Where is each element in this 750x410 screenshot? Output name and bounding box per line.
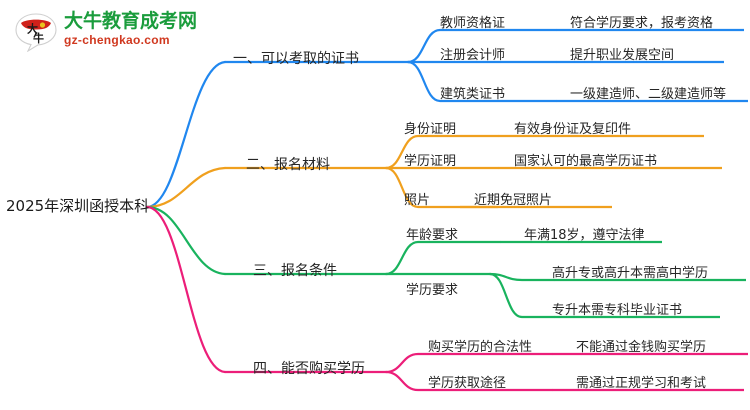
link-root-branch1: [145, 60, 227, 209]
link-root-branch2: [145, 166, 227, 209]
node-b2-c1-label[interactable]: 身份证明: [404, 122, 457, 137]
branch-label-4[interactable]: 四、能否购买学历: [253, 361, 365, 377]
svg-text:大: 大: [27, 22, 38, 36]
logo-site-url: gz-chengkao.com: [64, 33, 170, 47]
link-branch4-child1: [384, 352, 554, 374]
node-b1-c3-detail[interactable]: 一级建造师、二级建造师等: [570, 87, 727, 102]
branch-label-2[interactable]: 二、报名材料: [246, 157, 330, 173]
node-b2-c3-detail[interactable]: 近期免冠照片: [474, 193, 553, 208]
node-b1-c3-label[interactable]: 建筑类证书: [440, 87, 506, 102]
branch-label-1[interactable]: 一、可以考取的证书: [233, 51, 359, 67]
mindmap-root-node[interactable]: 2025年深圳函授本科: [6, 197, 150, 215]
node-b2-c1-detail[interactable]: 有效身份证及复印件: [514, 122, 632, 137]
node-b1-c2-detail[interactable]: 提升职业发展空间: [570, 48, 675, 63]
node-b2-c2-detail[interactable]: 国家认可的最高学历证书: [514, 154, 658, 169]
site-logo: 大 牛 大牛教育成考网 gz-chengkao.com: [14, 8, 224, 56]
link-branch3-sub1: [488, 272, 556, 282]
node-b4-c1-label[interactable]: 购买学历的合法性: [428, 340, 533, 355]
link-root-branch3: [145, 205, 227, 276]
logo-text-block: 大牛教育成考网 gz-chengkao.com: [64, 10, 224, 48]
node-b2-c3-label[interactable]: 照片: [404, 193, 431, 208]
node-b2-c2-label[interactable]: 学历证明: [404, 154, 457, 169]
node-b3-c2-label[interactable]: 学历要求: [406, 283, 459, 298]
node-b3-c2-detail-1[interactable]: 高升专或高升本需高中学历: [552, 266, 709, 281]
svg-text:牛: 牛: [33, 31, 44, 45]
node-b1-c2-label[interactable]: 注册会计师: [440, 48, 506, 63]
node-b3-c2-detail-2[interactable]: 专升本需专科毕业证书: [552, 303, 683, 318]
node-b1-c1-label[interactable]: 教师资格证: [440, 16, 506, 31]
node-b4-c2-detail[interactable]: 需通过正规学习和考试: [576, 376, 707, 391]
link-branch3-sub2: [488, 272, 556, 319]
node-b1-c1-detail[interactable]: 符合学历要求，报考资格: [570, 16, 714, 31]
node-b3-c1-label[interactable]: 年龄要求: [406, 228, 459, 243]
logo-mark-icon: 大 牛: [15, 13, 57, 52]
branch-label-3[interactable]: 三、报名条件: [253, 263, 337, 279]
node-b3-c1-detail[interactable]: 年满18岁，遵守法律: [524, 228, 645, 243]
logo-brand-name: 大牛教育成考网: [64, 10, 198, 32]
node-b4-c1-detail[interactable]: 不能通过金钱购买学历: [576, 340, 707, 355]
node-b4-c2-label[interactable]: 学历获取途径: [428, 376, 507, 391]
link-root-branch4: [145, 205, 227, 374]
link-branch3-child1: [384, 240, 502, 276]
